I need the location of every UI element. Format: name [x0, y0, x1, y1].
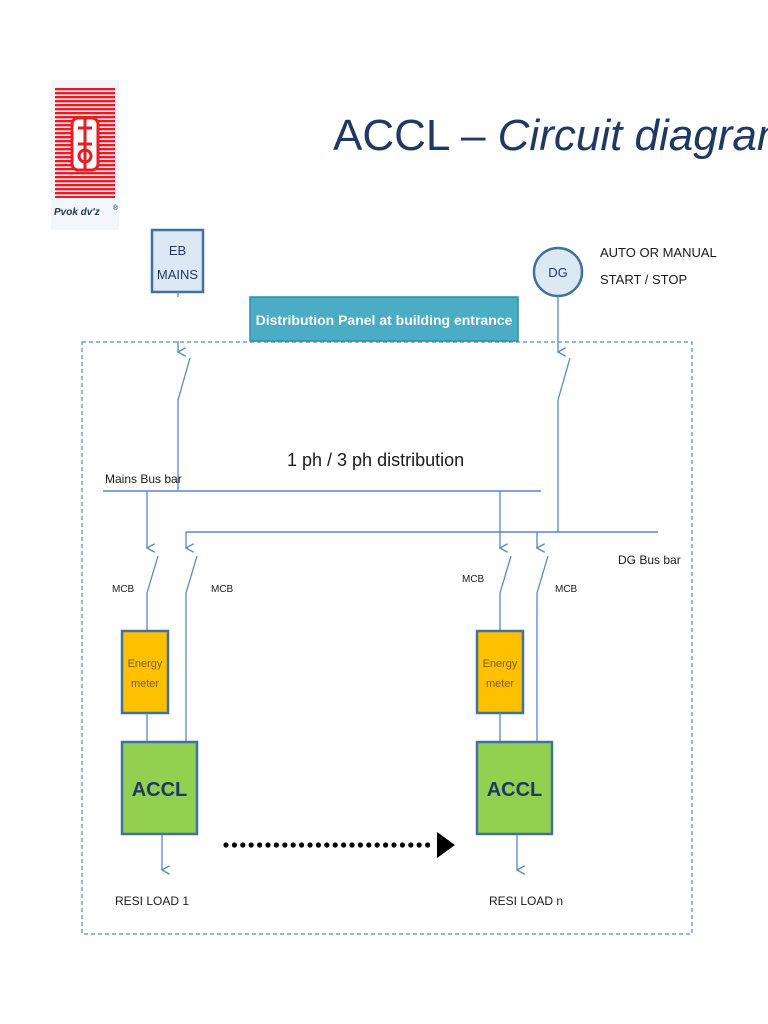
energy-meter-n-line2: meter	[486, 678, 514, 690]
distribution-label: 1 ph / 3 ph distribution	[287, 450, 464, 470]
eb-mains-source: EB MAINS	[150, 228, 205, 294]
eb-switch-icon	[177, 357, 191, 401]
arrow-dot	[290, 842, 296, 848]
arrow-dot	[240, 842, 246, 848]
mains-label: MAINS	[157, 267, 199, 282]
company-logo: Pvok dv'z ®	[51, 80, 119, 230]
mcb-label-mains-1: MCB	[112, 584, 135, 595]
resi-load-1-label: RESI LOAD 1	[115, 894, 189, 908]
dg-note-line2: START / STOP	[600, 272, 687, 287]
arrow-dot	[315, 842, 321, 848]
eb-feeder	[177, 292, 191, 490]
arrow-dot	[324, 842, 330, 848]
arrow-dot	[425, 842, 431, 848]
energy-meter-1-line1: Energy	[128, 658, 163, 670]
continuation-arrow-icon	[223, 832, 455, 858]
distribution-panel-banner: Distribution Panel at building entrance	[249, 296, 519, 342]
mcb-mains-1-icon	[146, 555, 159, 594]
mcb-mains-n-icon	[499, 555, 512, 594]
arrow-dot	[383, 842, 389, 848]
arrow-dot	[399, 842, 405, 848]
panel-label: Distribution Panel at building entrance	[256, 312, 513, 328]
page-title-italic: Circuit diagram	[498, 111, 768, 160]
arrow-dot	[366, 842, 372, 848]
arrow-dot	[349, 842, 355, 848]
logo-emblem-icon	[70, 116, 100, 172]
mcb-label-dg-n: MCB	[555, 584, 578, 595]
arrow-dot	[416, 842, 422, 848]
dg-label: DG	[548, 265, 568, 280]
mcb-label-mains-n: MCB	[462, 574, 485, 585]
energy-meter-n	[475, 629, 525, 715]
panel-boundary	[81, 341, 693, 935]
arrow-dot	[257, 842, 263, 848]
arrow-dot	[307, 842, 313, 848]
dg-feeder	[557, 296, 571, 532]
arrow-dot	[248, 842, 254, 848]
logo-caption: Pvok dv'z	[54, 207, 100, 218]
arrow-dot	[223, 842, 229, 848]
eb-label: EB	[169, 243, 186, 258]
mcb-label-dg-1: MCB	[211, 584, 234, 595]
arrow-dot	[299, 842, 305, 848]
accl-label-n: ACCL	[487, 779, 543, 801]
page-title: ACCL – Circuit diagram	[333, 111, 768, 160]
arrow-dot	[408, 842, 414, 848]
accl-label-1: ACCL	[132, 779, 188, 801]
arrow-dot	[282, 842, 288, 848]
arrow-dot	[341, 842, 347, 848]
logo-registered-mark: ®	[113, 204, 119, 212]
dg-source: DG	[532, 246, 584, 298]
arrow-dot	[265, 842, 271, 848]
energy-meter-n-line1: Energy	[483, 658, 518, 670]
mcb-dg-1-icon	[185, 555, 198, 594]
resi-load-n-label: RESI LOAD n	[489, 894, 563, 908]
dg-bus-label: DG Bus bar	[618, 553, 681, 567]
mains-bus-label: Mains Bus bar	[105, 472, 182, 486]
arrow-dot	[374, 842, 380, 848]
load-unit-n: MCB MCB Energy meter ACCL RESI LOAD n	[462, 491, 578, 908]
energy-meter-1	[120, 629, 170, 715]
dg-switch-icon	[557, 357, 571, 401]
arrow-dot	[332, 842, 338, 848]
arrow-dot	[391, 842, 397, 848]
energy-meter-1-line2: meter	[131, 678, 159, 690]
arrow-dot	[273, 842, 279, 848]
accl-unit-1	[120, 740, 199, 836]
page-title-plain: ACCL –	[333, 111, 498, 160]
arrow-dot	[357, 842, 363, 848]
arrow-dot	[231, 842, 237, 848]
dg-note-line1: AUTO OR MANUAL	[600, 245, 717, 260]
accl-unit-n	[475, 740, 554, 836]
load-unit-1: MCB MCB Energy meter ACCL RESI LOAD 1	[112, 491, 234, 908]
mcb-dg-n-icon	[536, 555, 549, 594]
